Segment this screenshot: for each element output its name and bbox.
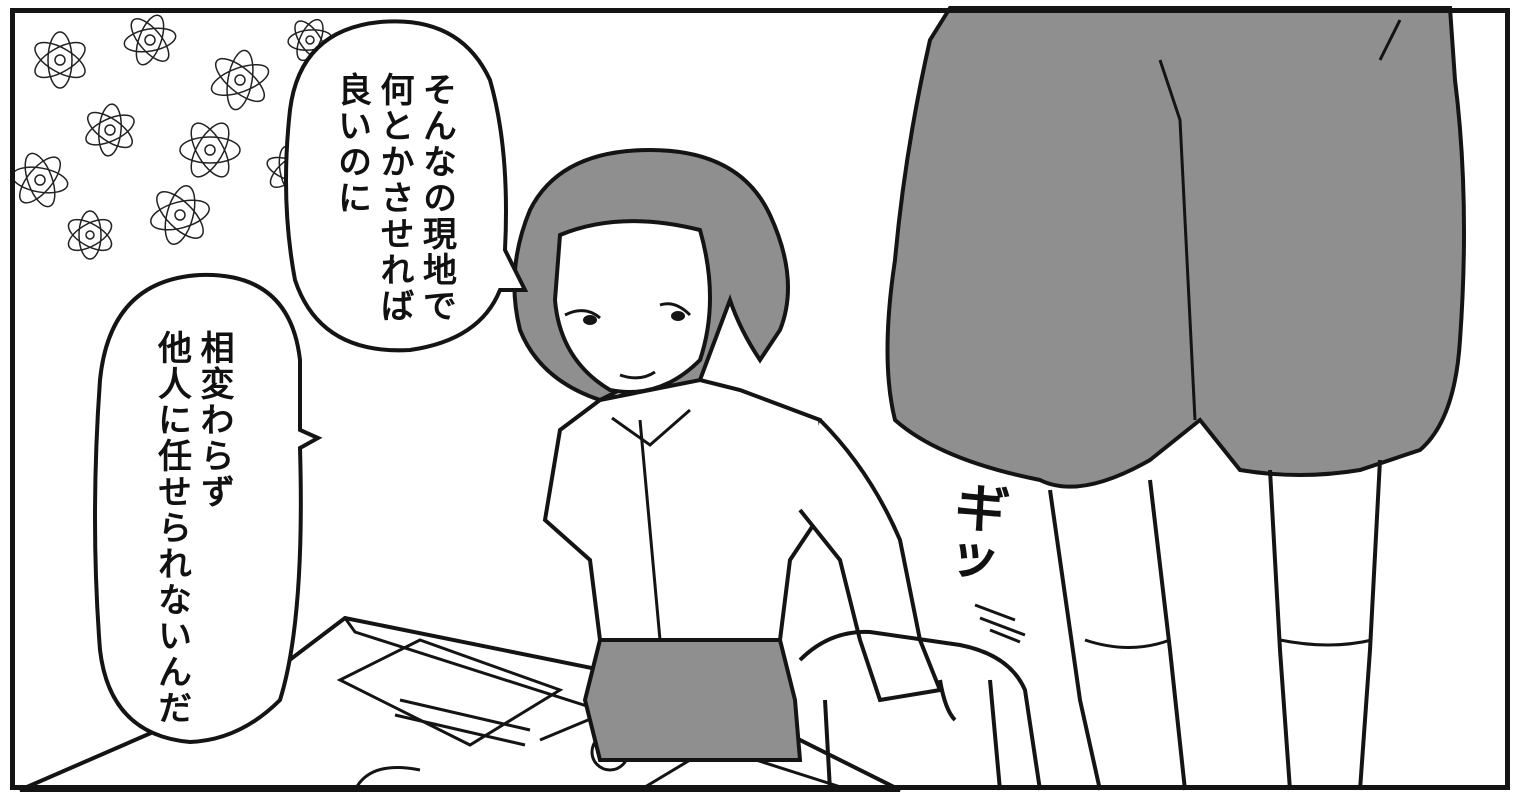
speech-line: 相変わらず [194, 330, 234, 510]
speech-line: 良いのに [331, 72, 372, 216]
speech-bubble-left [93, 272, 323, 745]
chair [798, 629, 1042, 791]
motion-lines [974, 603, 1026, 644]
speech-line: 他人に任せられないんだ [151, 330, 192, 726]
speech-line: 何とかさせれば [374, 72, 414, 324]
seated-character [512, 147, 943, 762]
speech-line: そんなの現地で [416, 72, 457, 324]
speech-text-top: そんなの現地で 何とかさせれば 良いのに [330, 72, 458, 372]
standing-character [885, 6, 1466, 791]
flower-pattern [11, 14, 333, 260]
speech-text-left: 相変わらず 他人に任せられないんだ [150, 330, 235, 726]
speech-bubble-top [284, 19, 529, 353]
